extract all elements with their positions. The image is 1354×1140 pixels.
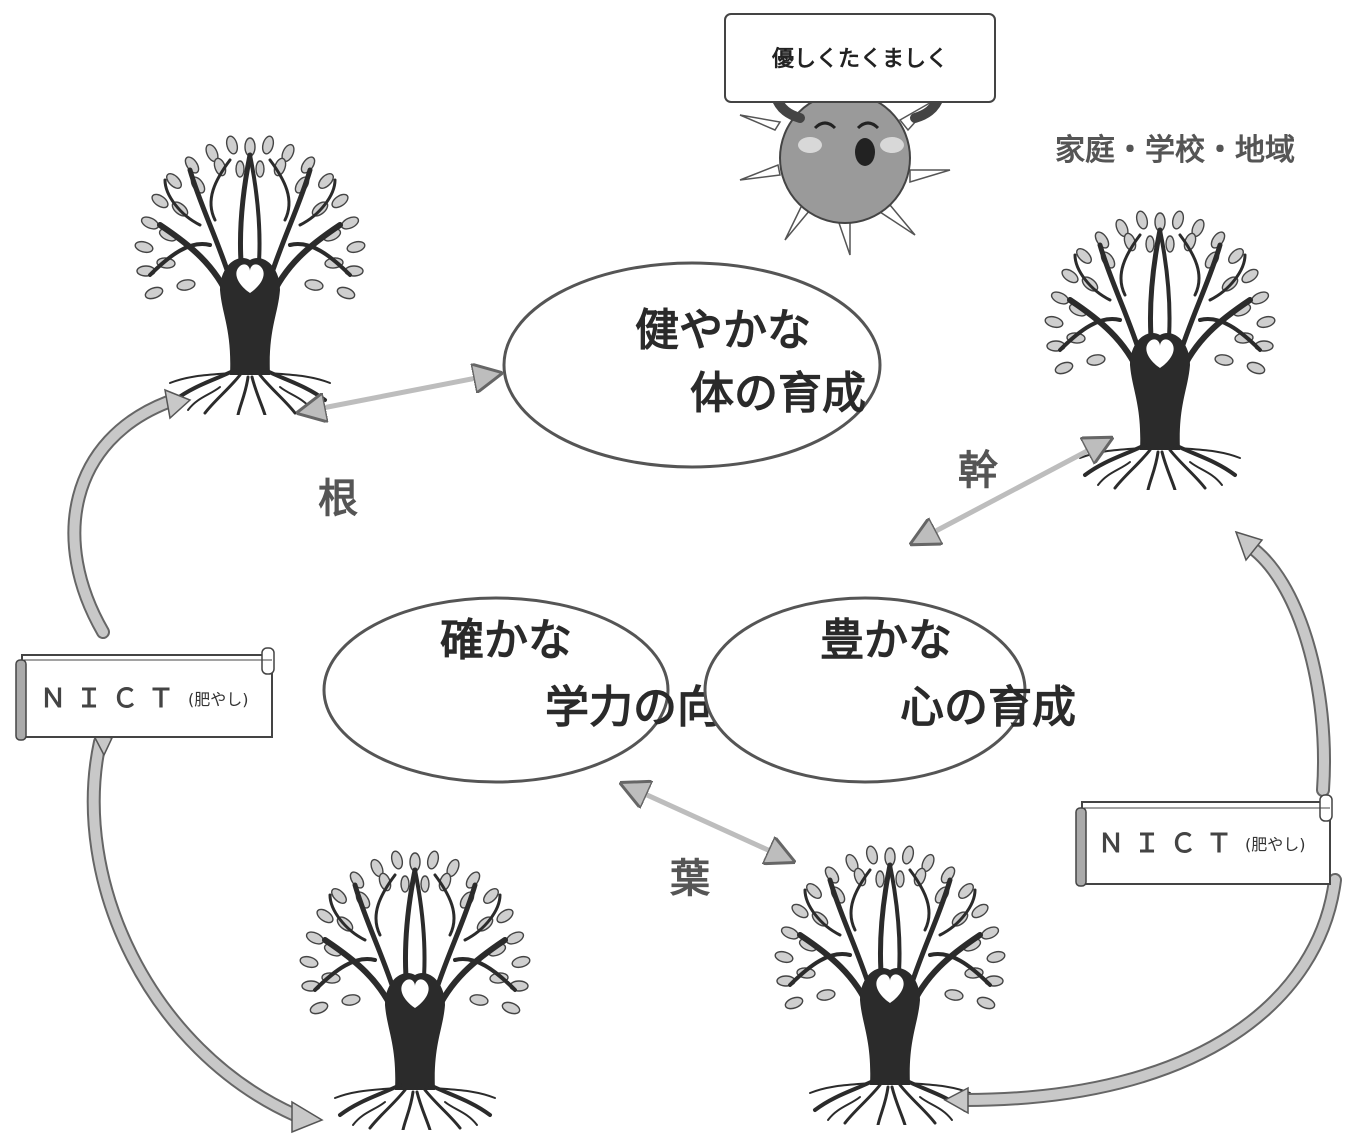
sun-sign: 優しくたくましく [724, 13, 996, 103]
goal-learning-line1: 確かな [440, 615, 572, 666]
arrow-icon [86, 730, 324, 1134]
nict-scroll-right: ＮＩＣＴ (肥やし) [1075, 794, 1333, 887]
nict-left-sub: (肥やし) [188, 690, 249, 709]
sun-sign-text: 優しくたくましく [771, 47, 948, 72]
goal-body-line1: 健やかな [635, 305, 811, 356]
goal-body: 健やかな 体の育成 [502, 261, 882, 469]
scroll-icon [15, 647, 275, 741]
arrow-icon [302, 374, 1108, 860]
goal-heart-line1: 豊かな [820, 615, 952, 666]
goal-learning: 確かな 学力の向上 [322, 596, 765, 784]
tree-icon [774, 845, 1006, 1125]
nict-right-sub: (肥やし) [1245, 835, 1306, 854]
tree-icon [134, 135, 366, 415]
nict-right-title: ＮＩＣＴ [1098, 829, 1242, 859]
community-label: 家庭・学校・地域 [1055, 133, 1295, 168]
root-label: 根 [318, 476, 358, 522]
goal-heart: 豊かな 心の育成 [703, 596, 1076, 784]
nict-scroll-left: ＮＩＣＴ (肥やし) [15, 647, 275, 741]
tree-icon [299, 850, 531, 1130]
goal-heart-line2: 心の育成 [900, 682, 1076, 733]
trunk-label: 幹 [958, 448, 998, 494]
nict-left-title: ＮＩＣＴ [40, 684, 184, 714]
leaf-label: 葉 [669, 856, 711, 902]
arrow-icon [1234, 530, 1331, 797]
goal-body-line2: 体の育成 [690, 368, 866, 419]
scroll-icon [1075, 794, 1333, 887]
tree-icon [1044, 210, 1276, 490]
arrow-icon [943, 873, 1342, 1115]
arrow-icon [67, 388, 192, 639]
